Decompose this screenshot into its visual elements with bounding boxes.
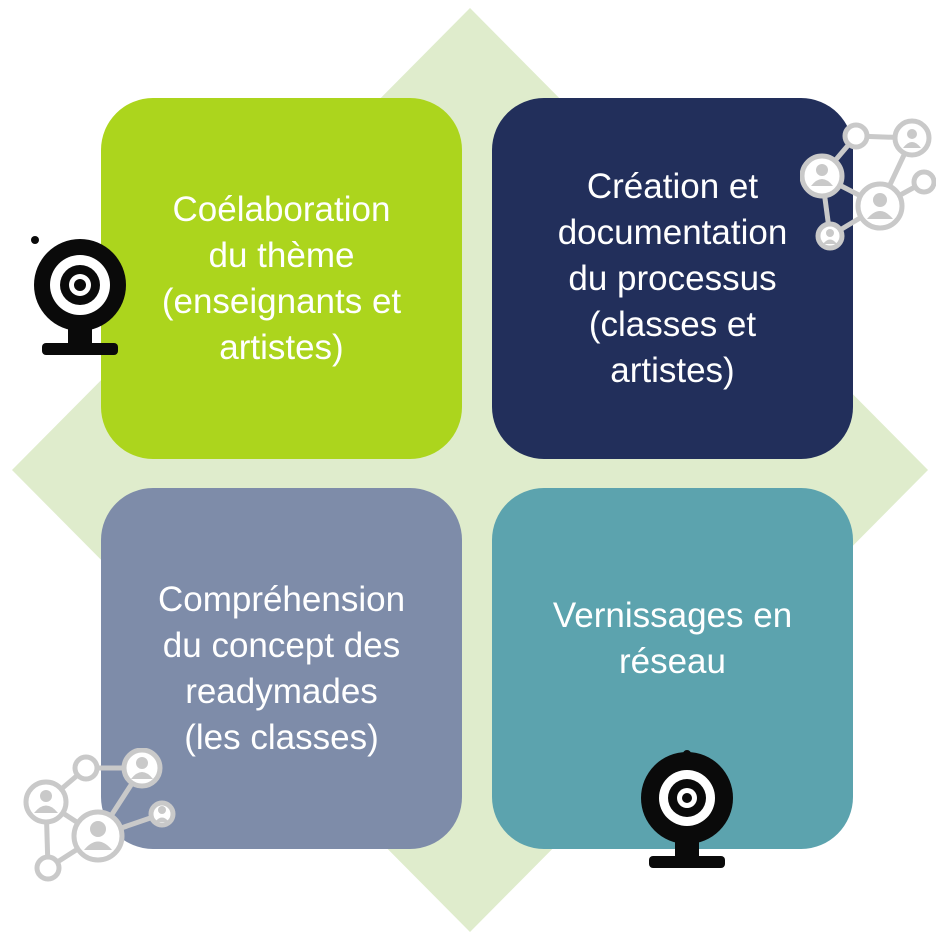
card-creation-documentation-text: Création et documentation du processus (… [557,166,788,390]
people-network-icon [23,748,176,882]
webcam-icon [641,750,733,868]
people-network-icon [800,118,936,251]
card-creation-documentation: Création et documentation du processus (… [492,98,853,459]
card-theme-coelaboration-text: Coélaboration du thème (enseignants et a… [161,189,402,367]
card-vernissages-reseau-text: Vernissages en réseau [552,595,793,681]
webcam-icon [31,236,126,355]
card-readymades-comprehension-text: Compréhension du concept des readymades … [157,579,406,757]
card-readymades-comprehension: Compréhension du concept des readymades … [101,488,462,849]
card-theme-coelaboration: Coélaboration du thème (enseignants et a… [101,98,462,459]
